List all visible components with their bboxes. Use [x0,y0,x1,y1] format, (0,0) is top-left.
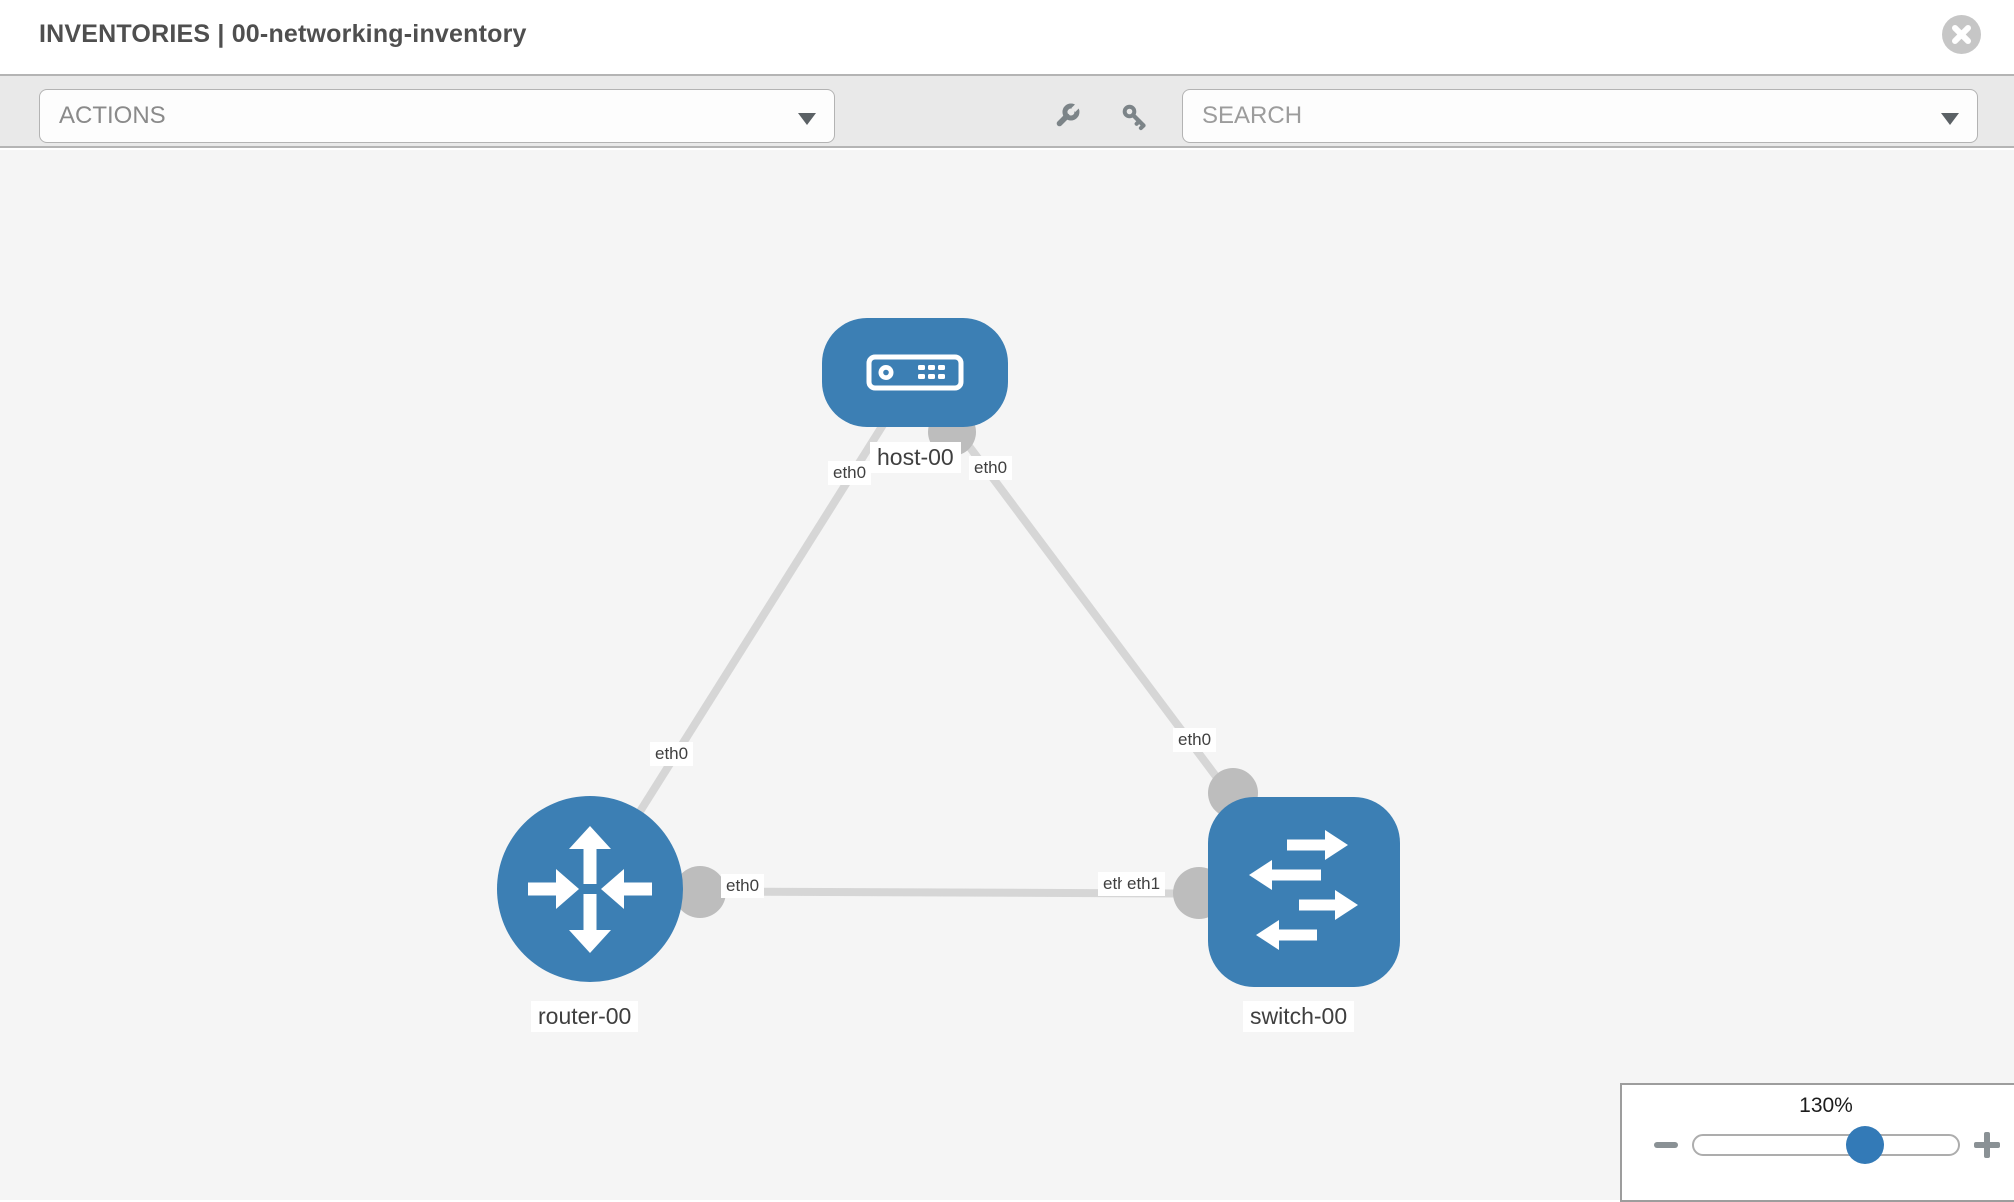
search-dropdown[interactable]: SEARCH [1182,89,1978,143]
page-title: INVENTORIES | 00-networking-inventory [39,20,527,48]
tools-button[interactable] [1051,102,1081,132]
link-host-router[interactable] [586,371,919,894]
zoom-slider-thumb[interactable] [1846,1126,1884,1164]
node-host[interactable] [822,318,1008,427]
key-icon [1122,104,1146,131]
router-icon [528,826,652,953]
topology-canvas[interactable]: host-00 router-00 switch-00 eth0 eth0 et… [0,150,2014,1200]
iface-label-switch-top: eth0 [1173,728,1217,752]
iface-label-switch-left-over: eth1 [1122,872,1166,896]
iface-label-router-right: eth0 [721,874,765,898]
toolbar: ACTIONS SEARCH [0,74,2014,148]
interface-dot-router-right [674,866,726,918]
chevron-down-icon [1941,113,1959,125]
actions-dropdown[interactable]: ACTIONS [39,89,835,143]
topology-links-layer [586,371,1308,919]
wrench-icon [1056,103,1081,127]
search-dropdown-placeholder: SEARCH [1202,102,1303,129]
node-router[interactable] [497,796,683,982]
node-switch[interactable] [1208,797,1400,987]
host-server-icon [866,354,964,391]
switch-icon [1249,830,1358,950]
plus-icon [1984,1132,1990,1158]
iface-label-router-top: eth0 [650,742,694,766]
actions-dropdown-value: ACTIONS [59,102,166,129]
node-label-router: router-00 [531,1001,639,1032]
key-button[interactable] [1120,102,1150,132]
iface-label-host-right: eth0 [969,456,1013,480]
node-label-host: host-00 [870,442,961,473]
close-icon [1952,25,1971,44]
node-label-switch: switch-00 [1243,1001,1355,1032]
page-header: INVENTORIES | 00-networking-inventory [0,0,2014,74]
iface-label-host-left: eth0 [828,461,872,485]
zoom-slider-track[interactable] [1692,1134,1960,1156]
zoom-in-button[interactable] [1973,1131,2001,1159]
zoom-level: 130% [1799,1094,1853,1117]
close-button[interactable] [1942,15,1981,54]
zoom-panel: 130% [1620,1083,2014,1202]
zoom-out-button[interactable] [1654,1142,1678,1148]
chevron-down-icon [798,113,816,125]
